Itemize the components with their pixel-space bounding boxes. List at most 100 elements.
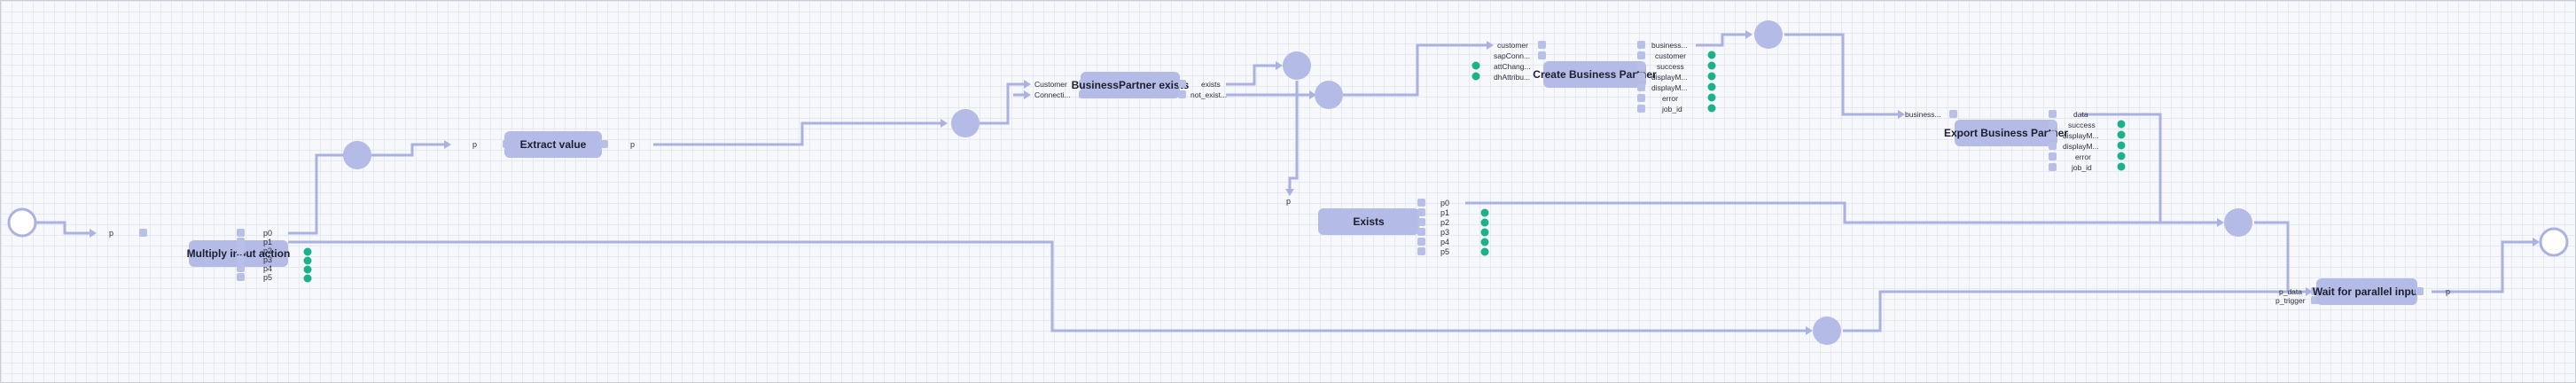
- start-event-icon[interactable]: [7, 207, 37, 238]
- node-box[interactable]: [504, 131, 602, 158]
- node-box[interactable]: [1081, 72, 1180, 98]
- output-port[interactable]: [1637, 73, 1645, 81]
- arrow-head: [90, 229, 97, 238]
- node-extract-value[interactable]: p Extract value p: [472, 131, 635, 158]
- input-port-label: Customer: [1034, 80, 1067, 89]
- output-port-label: job_id: [2071, 163, 2092, 172]
- edge-existsp0-merge6[interactable]: [1465, 201, 2217, 224]
- output-port[interactable]: [2049, 110, 2057, 118]
- output-port[interactable]: [2049, 163, 2057, 171]
- node-create-business-partner[interactable]: customer sapConn... attChang... dhAttrib…: [1471, 41, 1716, 113]
- edge-merge2-bpexists[interactable]: [980, 82, 1024, 125]
- edge-extract-merge2[interactable]: [653, 121, 941, 146]
- edge-multiply-merge1[interactable]: [288, 153, 345, 235]
- input-port[interactable]: [1949, 110, 1957, 118]
- input-port-label: sapConn...: [1494, 51, 1530, 60]
- node-title: Create Business Partner: [1533, 68, 1657, 81]
- edge-createbp-merge5[interactable]: [1696, 33, 1745, 47]
- output-port[interactable]: [237, 229, 245, 237]
- edge-merge1-extract[interactable]: [371, 143, 444, 157]
- output-port[interactable]: [237, 238, 245, 246]
- node-multiply-input-action[interactable]: p Multiply input action p0 p1 p2 p3 p4 p…: [109, 229, 312, 283]
- merge-icon[interactable]: [1283, 51, 1311, 80]
- node-box[interactable]: [1318, 208, 1419, 235]
- edge-merge3-exists[interactable]: [1288, 81, 1299, 189]
- merge-icon[interactable]: [1315, 81, 1343, 109]
- edge-start-multiply[interactable]: [35, 221, 90, 235]
- input-port[interactable]: [139, 229, 147, 237]
- node-box[interactable]: [1543, 61, 1646, 88]
- input-port-label: Connecti...: [1034, 90, 1071, 99]
- output-port-label: error: [2075, 152, 2091, 161]
- input-port-label: p: [109, 229, 113, 238]
- node-exists[interactable]: p Exists p0 p1 p2 p3 p4 p5: [1286, 197, 1489, 256]
- output-port[interactable]: [2049, 131, 2057, 139]
- node-wait-for-parallel-input[interactable]: p_data p_trigger Wait for parallel input…: [2275, 278, 2450, 305]
- output-port[interactable]: [1417, 218, 1425, 226]
- output-port[interactable]: [1178, 80, 1186, 88]
- arrow-head: [1309, 90, 1316, 99]
- edge-merge5-export[interactable]: [1784, 33, 1898, 116]
- output-port-label: success: [2068, 121, 2096, 129]
- node-box[interactable]: [1955, 120, 2057, 146]
- output-port[interactable]: [1637, 41, 1645, 49]
- output-port-label: p1: [263, 238, 272, 246]
- output-port-label: p3: [263, 255, 272, 264]
- node-export-business-partner[interactable]: business... Export Business Partner data…: [1905, 110, 2126, 172]
- merge-icon[interactable]: [1813, 317, 1841, 345]
- edge-export-merge6[interactable]: [2080, 113, 2162, 223]
- output-port[interactable]: [1417, 247, 1425, 255]
- edge-merge6-wait[interactable]: [2254, 221, 2306, 293]
- output-port[interactable]: [1417, 228, 1425, 236]
- output-port[interactable]: [1637, 105, 1645, 113]
- output-port[interactable]: [1637, 94, 1645, 102]
- output-port[interactable]: [1637, 62, 1645, 70]
- output-port[interactable]: [2049, 152, 2057, 160]
- connections: [35, 30, 2540, 335]
- output-port[interactable]: [237, 273, 245, 281]
- output-port-label: displayM...: [1651, 73, 1688, 82]
- end-event-icon[interactable]: [2539, 227, 2569, 257]
- merge-icon[interactable]: [951, 109, 980, 137]
- status-check-icon: [1480, 208, 1489, 256]
- edge-exists-merge3[interactable]: [1226, 64, 1276, 86]
- output-port[interactable]: [1637, 83, 1645, 91]
- merge-icon[interactable]: [343, 141, 371, 169]
- output-port-label: p3: [1440, 228, 1449, 237]
- input-port-label: p_data: [2279, 287, 2302, 296]
- output-port-label: error: [1662, 94, 1678, 103]
- edge-merge7-wait[interactable]: [1843, 290, 2288, 332]
- output-port[interactable]: [237, 264, 245, 272]
- status-check-icon: [303, 247, 312, 283]
- output-port-label: p2: [263, 246, 272, 255]
- output-port-label: data: [2073, 110, 2088, 119]
- output-port[interactable]: [1637, 51, 1645, 59]
- output-port[interactable]: [1417, 199, 1425, 207]
- node-title: Exists: [1353, 215, 1385, 228]
- merge-icon[interactable]: [1754, 20, 1783, 49]
- output-port-label: job_id: [1661, 105, 1682, 113]
- edge-merge4-createbp[interactable]: [1343, 43, 1487, 97]
- node-businesspartner-exists[interactable]: Customer Connecti... BusinessPartner exi…: [1034, 72, 1227, 99]
- output-port[interactable]: [2049, 142, 2057, 150]
- output-port[interactable]: [237, 246, 245, 254]
- merge-icon[interactable]: [2224, 208, 2252, 237]
- arrow-head: [1745, 30, 1752, 39]
- output-port-label: p1: [1440, 208, 1449, 217]
- edge-multiply-merge7[interactable]: [288, 240, 1806, 332]
- output-port[interactable]: [2416, 287, 2424, 295]
- output-port[interactable]: [2049, 121, 2057, 129]
- edge-wait-end[interactable]: [2432, 240, 2533, 293]
- arrow-head: [1898, 110, 1905, 119]
- output-port[interactable]: [237, 255, 245, 263]
- output-port[interactable]: [1178, 90, 1186, 98]
- node-box[interactable]: [2316, 278, 2417, 305]
- output-port-label: p4: [263, 264, 272, 273]
- input-port[interactable]: [1538, 51, 1546, 59]
- output-port[interactable]: [1417, 208, 1425, 216]
- input-port-label: p_trigger: [2275, 296, 2306, 305]
- output-port[interactable]: [600, 140, 608, 148]
- output-port[interactable]: [1417, 238, 1425, 246]
- input-port[interactable]: [1538, 41, 1546, 49]
